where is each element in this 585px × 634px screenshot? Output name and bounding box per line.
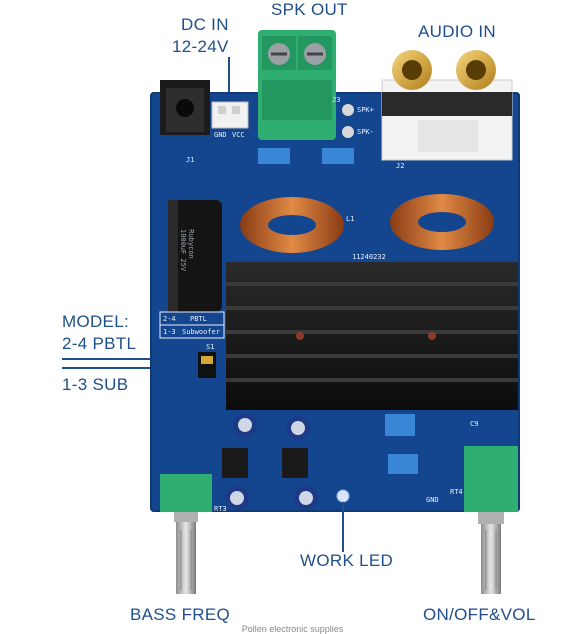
dc-in-leader (228, 57, 230, 102)
speaker-terminal (258, 30, 336, 140)
rca-audio-jack (381, 50, 513, 161)
opamp-chip (222, 448, 248, 478)
inductor-coil-right (390, 194, 494, 250)
spk-minus-pad (342, 126, 354, 138)
small-capacitor (294, 486, 318, 510)
electrolytic-capacitor (168, 200, 222, 312)
silk-cap-brand: Rubycon (186, 229, 195, 259)
silk-vcc: VCC (232, 131, 245, 139)
silk-pbtl-name: PBTL (190, 315, 207, 323)
audio-in-label: AUDIO IN (418, 22, 496, 41)
dc-jack (160, 80, 210, 135)
silk-j2: J2 (396, 162, 405, 170)
dc-range-label: 12-24V (172, 37, 229, 56)
spk-plus-pad (342, 104, 354, 116)
onoff-vol-label: ON/OFF&VOL (423, 605, 536, 624)
film-capacitor (385, 414, 415, 436)
small-capacitor (233, 413, 257, 437)
work-led-label: WORK LED (300, 551, 394, 570)
film-capacitor (322, 148, 354, 164)
silk-l1: L1 (346, 215, 355, 223)
silk-s1: S1 (206, 343, 215, 351)
small-capacitor (286, 416, 310, 440)
small-capacitor (225, 486, 249, 510)
silk-j1: J1 (186, 156, 195, 164)
spk-out-label: SPK OUT (271, 0, 348, 19)
silk-rt4: RT4 (450, 488, 463, 496)
silk-gnd: GND (214, 131, 227, 139)
bass-freq-label: BASS FREQ (130, 605, 231, 624)
model-leader (62, 367, 204, 369)
model-jumper (198, 352, 216, 378)
model-underline (62, 358, 204, 360)
opamp-chip (282, 448, 308, 478)
film-capacitor (388, 454, 418, 474)
inductor-coil-left (240, 197, 344, 253)
silk-date-code: 11240232 (352, 253, 386, 261)
silk-rt3: RT3 (214, 505, 227, 513)
bass-potentiometer (160, 474, 212, 594)
work-led (336, 489, 350, 503)
silk-sub-code: 1-3 (163, 328, 176, 336)
model-pbtl-label: 2-4 PBTL (62, 334, 137, 353)
volume-potentiometer (464, 446, 518, 594)
heatsink (226, 262, 518, 410)
silk-sub-name: Subwoofer (182, 328, 220, 336)
silk-j3: J3 (332, 96, 341, 104)
power-connector (211, 101, 249, 129)
dc-in-label: DC IN (181, 15, 229, 34)
silk-gnd-2: GND (426, 496, 439, 504)
model-title-label: MODEL: (62, 312, 129, 331)
silk-spk-minus: SPK- (357, 128, 374, 136)
silk-cap-rating: 1000uF 25V (179, 228, 188, 272)
silk-c9: C9 (470, 420, 479, 428)
silk-pbtl-code: 2-4 (163, 315, 176, 323)
silk-spk-plus: SPK+ (357, 106, 374, 114)
image-caption: Pollen electronic supplies (241, 624, 344, 634)
film-capacitor (258, 148, 290, 164)
model-sub-label: 1-3 SUB (62, 375, 129, 394)
